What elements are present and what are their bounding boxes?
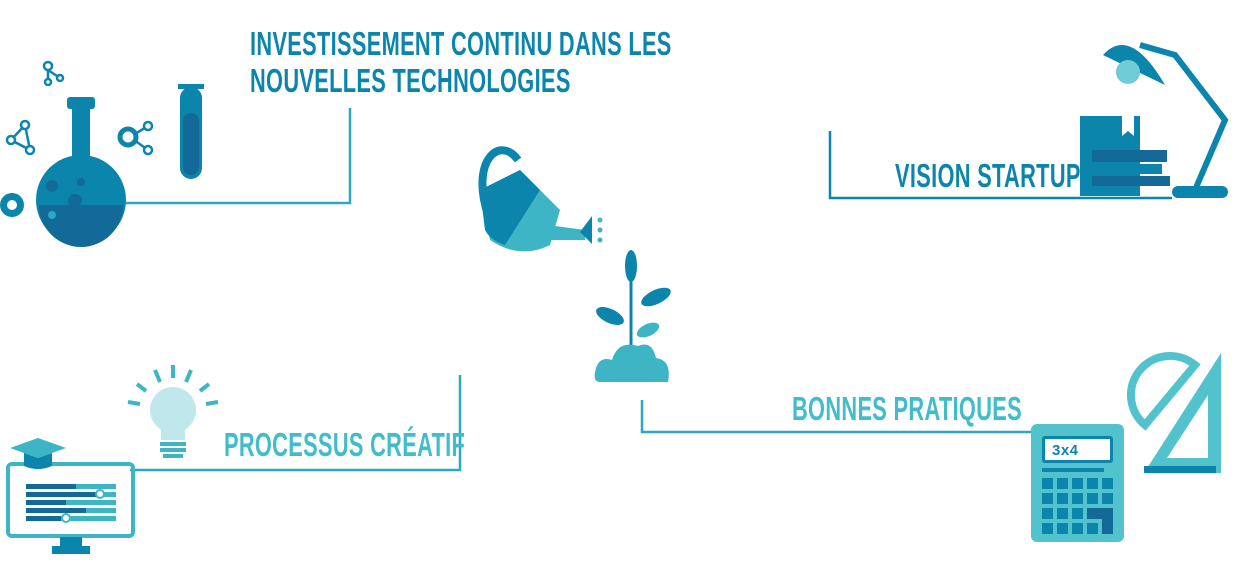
calculator-display: 3x4 xyxy=(1052,442,1079,459)
lightbulb-icon xyxy=(127,365,219,458)
connector-practices xyxy=(640,400,1035,434)
connector-creative xyxy=(130,375,462,472)
best-practices-label: BONNES PRATIQUES xyxy=(792,390,1022,427)
gear-icon xyxy=(0,193,24,217)
vision-startup-label: VISION STARTUP xyxy=(895,157,1081,194)
connector-tech xyxy=(105,106,580,205)
plant-icon xyxy=(594,250,671,382)
flask-icon xyxy=(36,97,126,247)
monitor-icon xyxy=(6,438,135,554)
books-icon xyxy=(1080,116,1170,196)
protractor-icon xyxy=(1126,351,1201,431)
connector-vision xyxy=(640,129,1172,200)
desk-lamp-icon xyxy=(1103,42,1229,198)
test-tube-icon xyxy=(178,84,204,179)
tech-title-line2: NOUVELLES TECHNOLOGIES xyxy=(250,62,571,99)
tech-title-line1: INVESTISSEMENT CONTINU DANS LES xyxy=(250,25,672,62)
set-square-icon xyxy=(1144,353,1221,473)
molecule-icon xyxy=(5,60,154,156)
creative-process-label: PROCESSUS CRÉATIF xyxy=(224,426,466,463)
watering-can-icon xyxy=(478,146,603,252)
calculator-icon xyxy=(1031,424,1124,542)
